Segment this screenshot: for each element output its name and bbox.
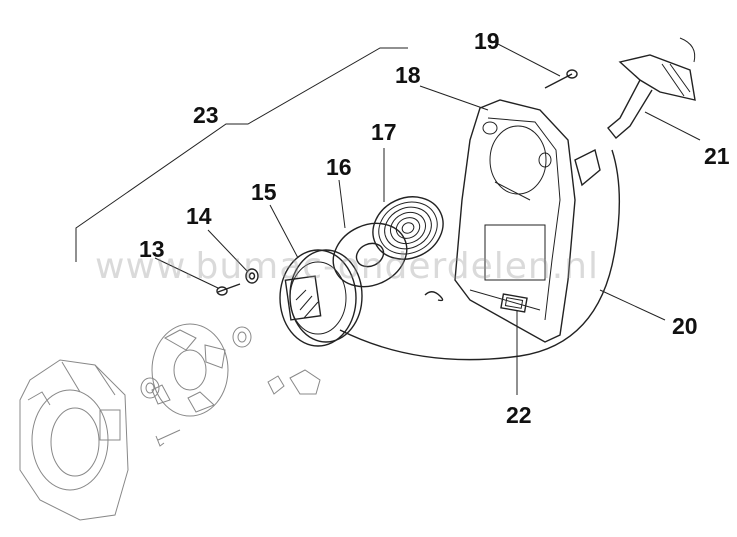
callout-17: 17 — [371, 119, 397, 145]
part-22-plate — [500, 293, 528, 313]
callout-22: 22 — [506, 402, 532, 428]
callout-19: 19 — [474, 28, 500, 54]
small-hardware — [140, 326, 321, 447]
part-16-disc — [332, 222, 408, 288]
part-19-screw — [544, 69, 578, 89]
part-14-washer — [245, 268, 259, 284]
callout-16: 16 — [326, 154, 352, 180]
callout-13: 13 — [139, 236, 165, 262]
callout-23: 23 — [193, 102, 219, 128]
part-13-screw — [216, 283, 241, 296]
callout-15: 15 — [251, 179, 277, 205]
leader-lines — [154, 41, 701, 395]
callout-21: 21 — [704, 143, 730, 169]
part-21-handle — [607, 37, 696, 140]
assembly-bracket-23 — [75, 47, 408, 262]
crankcase-housing — [19, 359, 129, 521]
callout-20: 20 — [672, 313, 698, 339]
part-20-rope — [339, 149, 621, 361]
callout-14: 14 — [186, 203, 212, 229]
flywheel-carrier — [151, 323, 229, 417]
part-18-housing — [454, 99, 601, 343]
part-15-pulley — [279, 249, 363, 347]
part-17-spring — [372, 196, 444, 302]
callout-18: 18 — [395, 62, 421, 88]
